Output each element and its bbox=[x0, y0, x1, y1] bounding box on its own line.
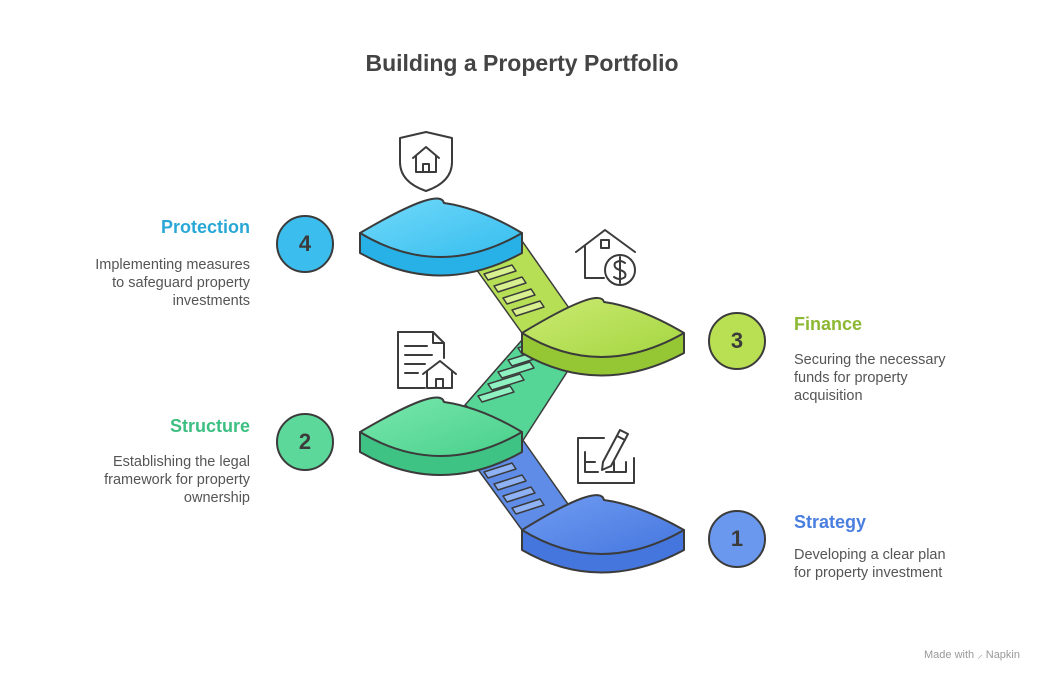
house-dollar-icon bbox=[575, 229, 636, 286]
platform-2 bbox=[359, 396, 523, 476]
step-number-2: 2 bbox=[276, 413, 334, 471]
document-house-icon bbox=[397, 331, 457, 389]
step-desc-structure: Establishing the legal framework for pro… bbox=[104, 454, 250, 506]
step-number-3: 3 bbox=[708, 312, 766, 370]
platform-4 bbox=[359, 197, 523, 277]
step-desc-finance: Securing the necessary funds for propert… bbox=[794, 352, 946, 404]
step-title-protection: Protection bbox=[160, 217, 250, 237]
step-title-strategy: Strategy bbox=[794, 512, 867, 532]
step-title-finance: Finance bbox=[794, 314, 863, 334]
step-desc-protection: Implementing measures to safeguard prope… bbox=[95, 257, 250, 309]
step-desc-strategy: Developing a clear plan for property inv… bbox=[794, 547, 946, 581]
step-title-structure: Structure bbox=[169, 416, 250, 436]
floorplan-pencil-icon bbox=[577, 429, 635, 484]
page-title: Building a Property Portfolio bbox=[365, 50, 679, 76]
step-number-1: 1 bbox=[708, 510, 766, 568]
step-number-4: 4 bbox=[276, 215, 334, 273]
shield-house-icon bbox=[399, 131, 453, 192]
platform-3 bbox=[521, 296, 685, 377]
platform-1 bbox=[521, 494, 685, 574]
napkin-credit: Made with ⸝ Napkin bbox=[924, 649, 1020, 661]
